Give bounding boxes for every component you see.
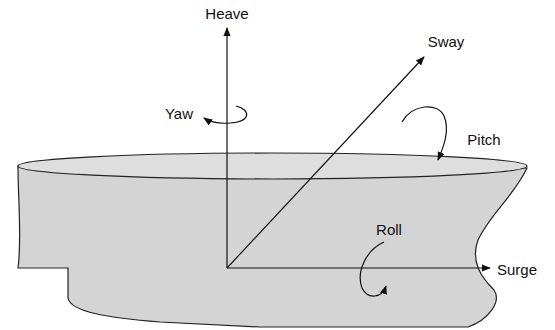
axis-label: Sway [428, 34, 465, 49]
pitch-arrow [402, 107, 446, 160]
axis-label: Yaw [165, 106, 193, 121]
surge-axis [227, 267, 490, 268]
deck [18, 153, 527, 179]
sway-axis [227, 57, 424, 268]
axis-label: Surge [497, 262, 537, 277]
roll-arrow [360, 242, 386, 296]
heave-axis [226, 28, 227, 268]
yaw-arrow [204, 106, 247, 123]
axis-label: Pitch [467, 132, 500, 147]
axis-label: Heave [205, 6, 248, 21]
axis-label: Roll [376, 222, 402, 237]
hull [18, 166, 527, 327]
